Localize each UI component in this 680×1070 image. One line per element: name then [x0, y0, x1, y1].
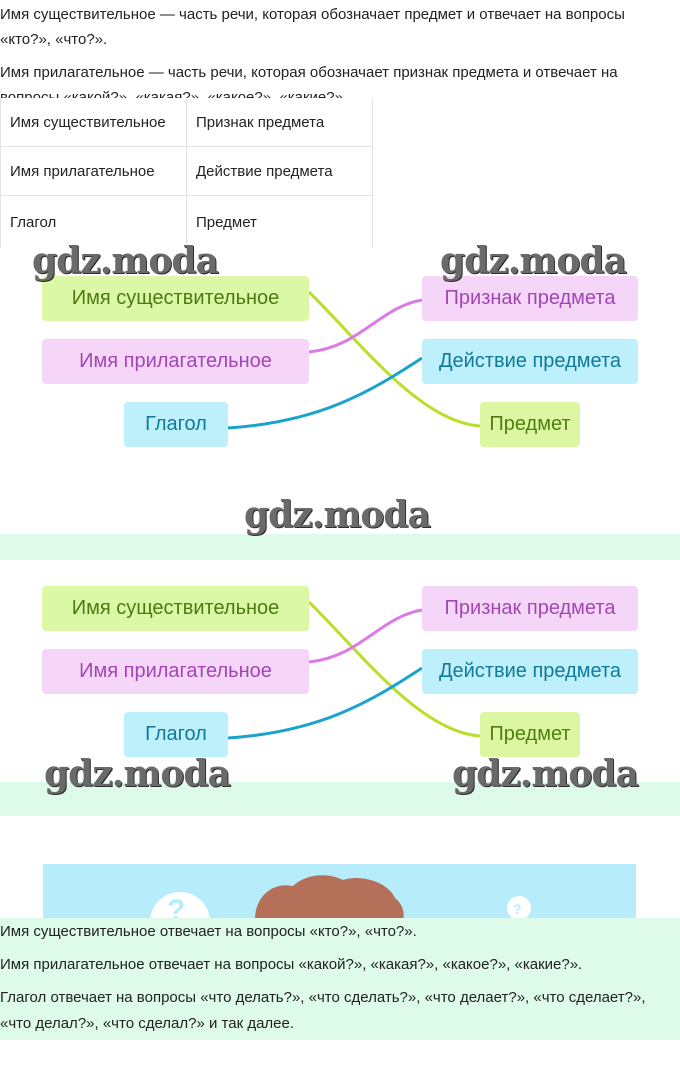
table-cell: Признак предмета: [186, 98, 373, 147]
watermark: gdz.moda: [244, 494, 431, 536]
box-action: Действие предмета: [422, 649, 638, 694]
box-adjective: Имя прилагательное: [42, 649, 309, 694]
connector-lines: [227, 290, 481, 430]
table-row: Глагол Предмет: [0, 195, 373, 248]
box-noun: Имя существительное: [42, 276, 309, 321]
box-object: Предмет: [480, 402, 580, 447]
box-adjective: Имя прилагательное: [42, 339, 309, 384]
question-bubble-icon: [150, 892, 210, 920]
connector-adjective-attribute: [308, 298, 423, 354]
matching-diagram: Имя существительное Имя прилагательное Г…: [0, 272, 680, 452]
table-row: Имя существительное Признак предмета: [0, 98, 373, 147]
table-cell: Имя прилагательное: [0, 146, 187, 196]
box-verb: Глагол: [124, 712, 228, 757]
illustration: ? ?: [43, 864, 636, 920]
exercise-table: Имя существительное Признак предмета Имя…: [0, 98, 373, 248]
answer-block: Имя существительное отвечает на вопросы …: [0, 918, 680, 1040]
connector-adjective-attribute: [308, 608, 423, 664]
hair-shape: [255, 875, 404, 920]
illustration-art: ? ?: [150, 875, 531, 920]
watermark: gdz.moda: [440, 240, 627, 282]
connector-lines: [227, 600, 481, 740]
question-bubble-small-icon: [507, 896, 531, 920]
answer-line-adjective: Имя прилагательное отвечает на вопросы «…: [0, 956, 583, 973]
matching-diagram: Имя существительное Имя прилагательное Г…: [0, 582, 680, 762]
table-cell: Предмет: [186, 195, 373, 248]
answer-line-verb: Глагол отвечает на вопросы «что делать?»…: [0, 989, 646, 1032]
table-cell: Имя существительное: [0, 98, 187, 147]
answer-line-noun: Имя существительное отвечает на вопросы …: [0, 923, 417, 940]
connector-verb-action: [227, 666, 423, 740]
watermark: gdz.moda: [452, 753, 639, 795]
question-mark-icon: ?: [167, 894, 185, 920]
box-noun: Имя существительное: [42, 586, 309, 631]
highlight-band: [0, 782, 680, 816]
watermark: gdz.moda: [44, 753, 231, 795]
box-action: Действие предмета: [422, 339, 638, 384]
box-verb: Глагол: [124, 402, 228, 447]
box-attribute: Признак предмета: [422, 276, 638, 321]
connector-verb-action: [227, 356, 423, 430]
table-row: Имя прилагательное Действие предмета: [0, 146, 373, 196]
box-object: Предмет: [480, 712, 580, 757]
table-cell: Глагол: [0, 195, 187, 248]
noun-definition: Имя существительное — часть речи, котора…: [0, 6, 625, 48]
box-attribute: Признак предмета: [422, 586, 638, 631]
adjective-definition: Имя прилагательное — часть речи, которая…: [0, 64, 618, 102]
watermark: gdz.moda: [32, 240, 219, 282]
question-mark-small-icon: ?: [513, 901, 522, 917]
highlight-band: [0, 534, 680, 560]
table-cell: Действие предмета: [186, 146, 373, 196]
